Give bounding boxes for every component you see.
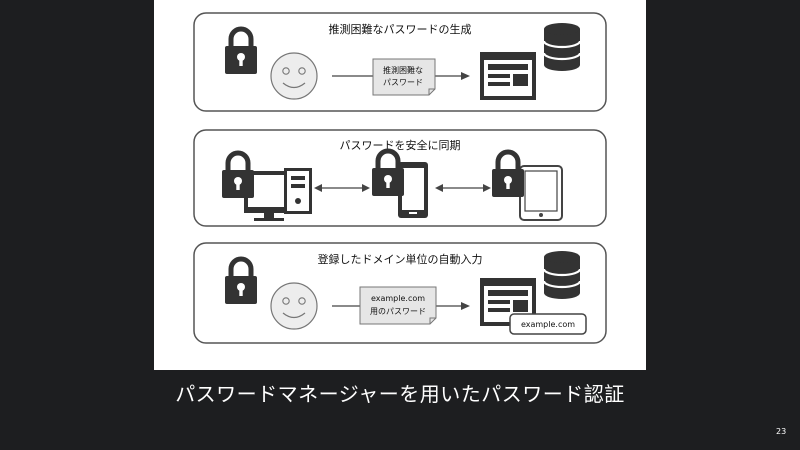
panel-password-generation: 推測困難なパスワードの生成 推測困難な パスワード [193, 12, 607, 112]
slide-figure: 推測困難なパスワードの生成 推測困難な パスワード パスワードを安全に同期 [154, 0, 646, 370]
note-line-2: パスワード [383, 78, 423, 87]
tablet-icon [519, 165, 563, 221]
panel-password-sync: パスワードを安全に同期 [193, 129, 607, 227]
page-number: 23 [776, 427, 787, 436]
smartphone-icon [398, 162, 428, 218]
database-icon [542, 21, 582, 73]
note-line-1: 推測困難な [383, 65, 423, 75]
slide-caption: パスワードマネージャーを用いたパスワード認証 [175, 382, 625, 406]
domain-label-box: example.com [509, 313, 587, 335]
arrow-head-icon [483, 184, 491, 192]
arrow-head-icon [314, 184, 322, 192]
arrow-head-icon [461, 72, 470, 80]
arrow-head-icon [362, 184, 370, 192]
panel-1-title: 推測困難なパスワードの生成 [329, 22, 472, 36]
panel-2-title: パスワードを安全に同期 [340, 138, 461, 152]
webpage-icon [480, 52, 536, 100]
domain-password-note-card: example.com 用のパスワード [359, 286, 437, 325]
domain-label: example.com [521, 320, 575, 329]
note-line-2: 用のパスワード [370, 307, 426, 316]
user-smiley-icon [270, 52, 318, 100]
user-smiley-icon [270, 282, 318, 330]
arrow-head-icon [435, 184, 443, 192]
arrow-head-icon [461, 302, 470, 310]
panel-domain-autofill: 登録したドメイン単位の自動入力 example.com 用のパスワード exam… [193, 242, 607, 344]
desktop-computer-icon [244, 168, 312, 221]
database-icon [542, 249, 582, 301]
password-note-card: 推測困難な パスワード [372, 58, 436, 96]
panel-3-title: 登録したドメイン単位の自動入力 [318, 252, 483, 266]
note-line-1: example.com [371, 294, 425, 303]
